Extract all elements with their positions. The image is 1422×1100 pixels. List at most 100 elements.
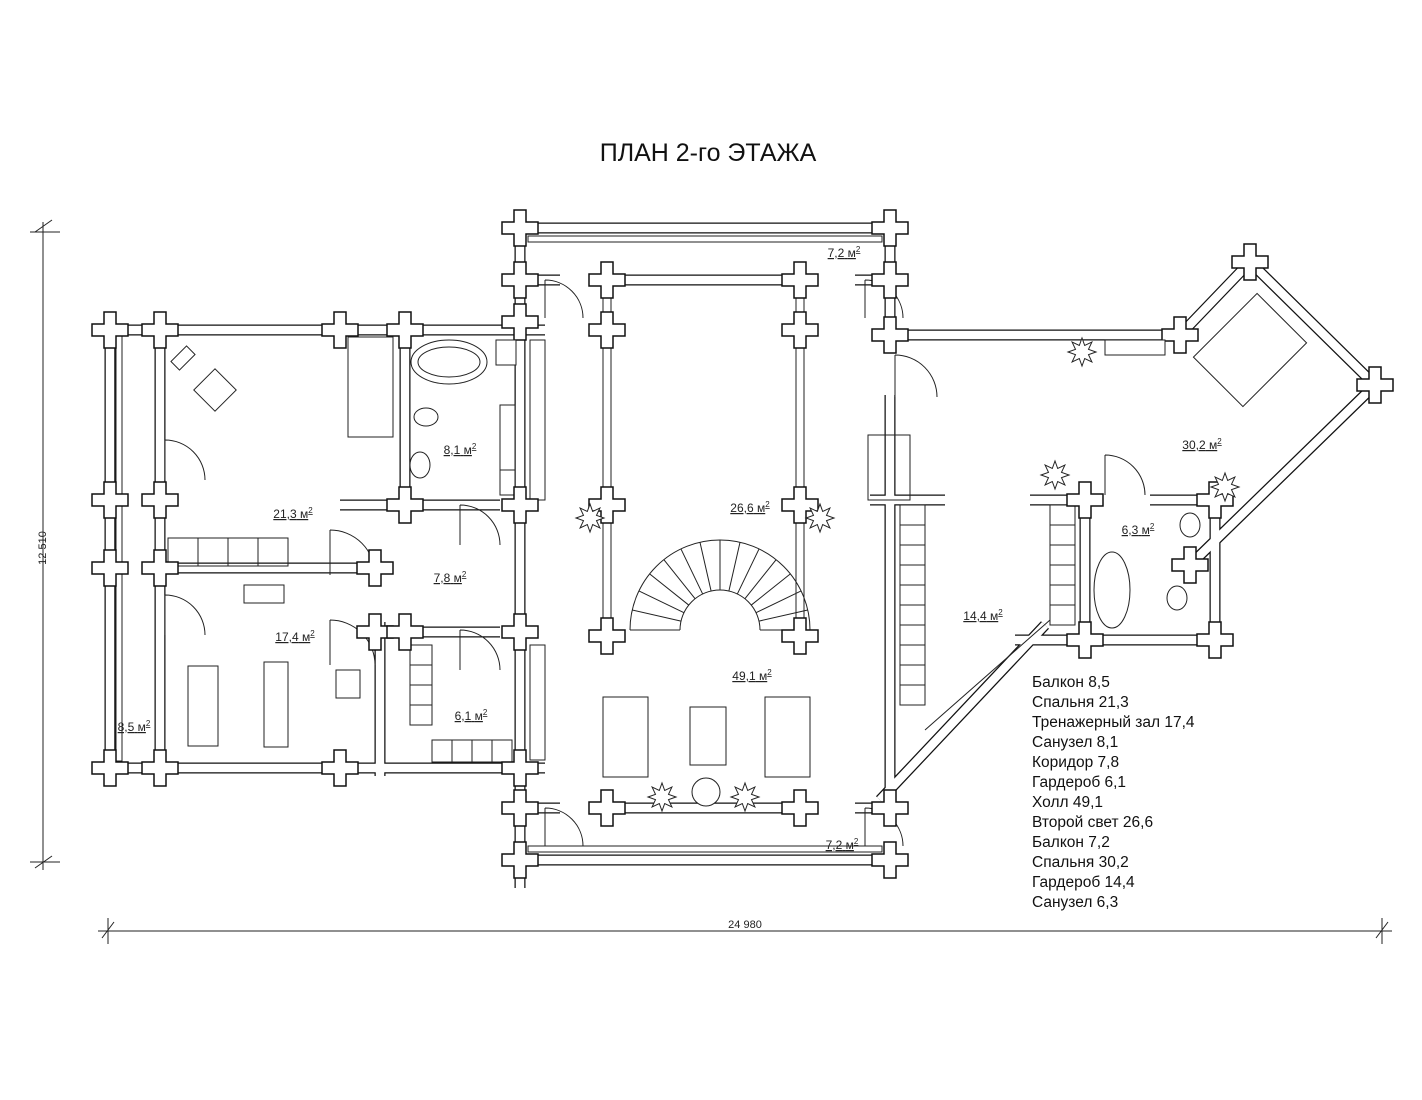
log-corner <box>356 549 394 587</box>
round-table <box>691 777 721 807</box>
weight-bench <box>263 661 289 748</box>
wardrobe-shelf <box>227 537 259 567</box>
stair-step <box>663 559 696 600</box>
legend-item: Санузел 8,1 <box>1032 734 1118 751</box>
log-corner <box>321 749 359 787</box>
log-corner <box>321 311 359 349</box>
log-corner <box>871 316 909 354</box>
log-corner <box>91 311 129 349</box>
legend-item: Коридор 7,8 <box>1032 754 1119 771</box>
room-label-wardrobe-left: 6,1 м2 <box>455 708 488 723</box>
log-corner <box>501 261 539 299</box>
washbasin <box>409 451 431 479</box>
room-label-second-light: 26,6 м2 <box>730 500 770 515</box>
log-corner <box>356 613 394 651</box>
dimension-height <box>30 219 60 870</box>
legend-item: Спальня 30,2 <box>1032 854 1129 871</box>
log-corner <box>588 261 626 299</box>
wall-segment <box>1187 381 1378 569</box>
exercise-bike <box>335 669 361 699</box>
stair-step <box>649 573 690 606</box>
log-corner <box>781 789 819 827</box>
log-corner <box>781 261 819 299</box>
log-corner <box>781 617 819 655</box>
room-labels: 7,2 м2 21,3 м2 8,1 м2 26,6 м2 7,8 м2 17,… <box>118 245 1223 852</box>
wardrobe-shelf <box>257 537 289 567</box>
door-swing <box>164 594 206 636</box>
stair-step <box>744 559 777 600</box>
plant-icon <box>1066 336 1098 368</box>
wardrobe-shelf <box>491 739 513 763</box>
wardrobe-shelf <box>471 739 493 763</box>
stair-step <box>758 609 808 622</box>
stair-step <box>728 542 741 592</box>
room-label-bathroom-right: 6,3 м2 <box>1122 522 1155 537</box>
bench <box>1104 339 1166 356</box>
room-label-balcony-bottom: 7,2 м2 <box>826 837 859 852</box>
log-corner <box>1161 316 1199 354</box>
log-corner <box>386 613 424 651</box>
log-corner <box>386 311 424 349</box>
wardrobe-shelf <box>431 739 453 763</box>
log-corner <box>1356 366 1394 404</box>
stair-step <box>680 548 704 595</box>
wardrobe-shelf <box>1049 564 1076 586</box>
toilet <box>1166 585 1188 611</box>
stair-step <box>736 548 760 595</box>
exercise-machine <box>243 584 285 604</box>
legend-item: Балкон 7,2 <box>1032 834 1110 851</box>
wall-segment <box>876 622 1049 803</box>
wardrobe-shelf <box>899 664 926 686</box>
balcony-railing <box>527 235 883 243</box>
bath-shelf <box>499 404 516 471</box>
room-label-balcony-left: 8,5 м2 <box>118 719 151 734</box>
legend-item: Санузел 6,3 <box>1032 894 1118 911</box>
legend-item: Гардероб 14,4 <box>1032 874 1135 891</box>
log-corner <box>91 749 129 787</box>
window-panel <box>529 339 546 501</box>
room-label-gym: 17,4 м2 <box>275 629 315 644</box>
legend-item: Тренажерный зал 17,4 <box>1032 714 1195 731</box>
log-corner <box>588 789 626 827</box>
dimension-width <box>98 918 1392 944</box>
stair-step <box>699 542 712 592</box>
log-corner <box>781 311 819 349</box>
furniture <box>91 209 1394 879</box>
log-corner <box>1066 481 1104 519</box>
legend-item: Второй свет 26,6 <box>1032 814 1153 831</box>
room-label-wardrobe-right: 14,4 м2 <box>963 608 1003 623</box>
height-dimension-label: 12 510 <box>37 531 49 565</box>
log-corner <box>871 841 909 879</box>
balcony-railing <box>527 845 883 853</box>
log-corner <box>141 549 179 587</box>
stair-step <box>638 590 685 614</box>
width-dimension-label: 24 980 <box>728 919 762 931</box>
stair-step <box>632 609 682 622</box>
log-corner <box>588 486 626 524</box>
door-swing <box>894 354 938 398</box>
log-corner <box>871 789 909 827</box>
desk-chair <box>193 368 237 412</box>
double-bed <box>1192 292 1308 408</box>
log-corner <box>386 486 424 524</box>
wardrobe-shelf <box>899 604 926 626</box>
computer <box>170 345 196 371</box>
sofa <box>764 696 811 778</box>
log-corner <box>141 481 179 519</box>
wardrobe-shelf <box>899 504 926 526</box>
log-corner <box>1231 243 1269 281</box>
room-label-bedroom-left: 21,3 м2 <box>273 506 313 521</box>
wardrobe-shelf <box>899 564 926 586</box>
wardrobe-shelf <box>899 624 926 646</box>
wardrobe-shelf <box>1049 544 1076 566</box>
bed <box>347 336 394 438</box>
log-corner <box>501 841 539 879</box>
plant-icon <box>1209 471 1241 503</box>
door-swing <box>544 279 584 319</box>
log-corner <box>501 209 539 247</box>
stair-step <box>755 590 802 614</box>
log-corner <box>1066 621 1104 659</box>
washbasin <box>1179 512 1201 538</box>
log-corner <box>1171 546 1209 584</box>
